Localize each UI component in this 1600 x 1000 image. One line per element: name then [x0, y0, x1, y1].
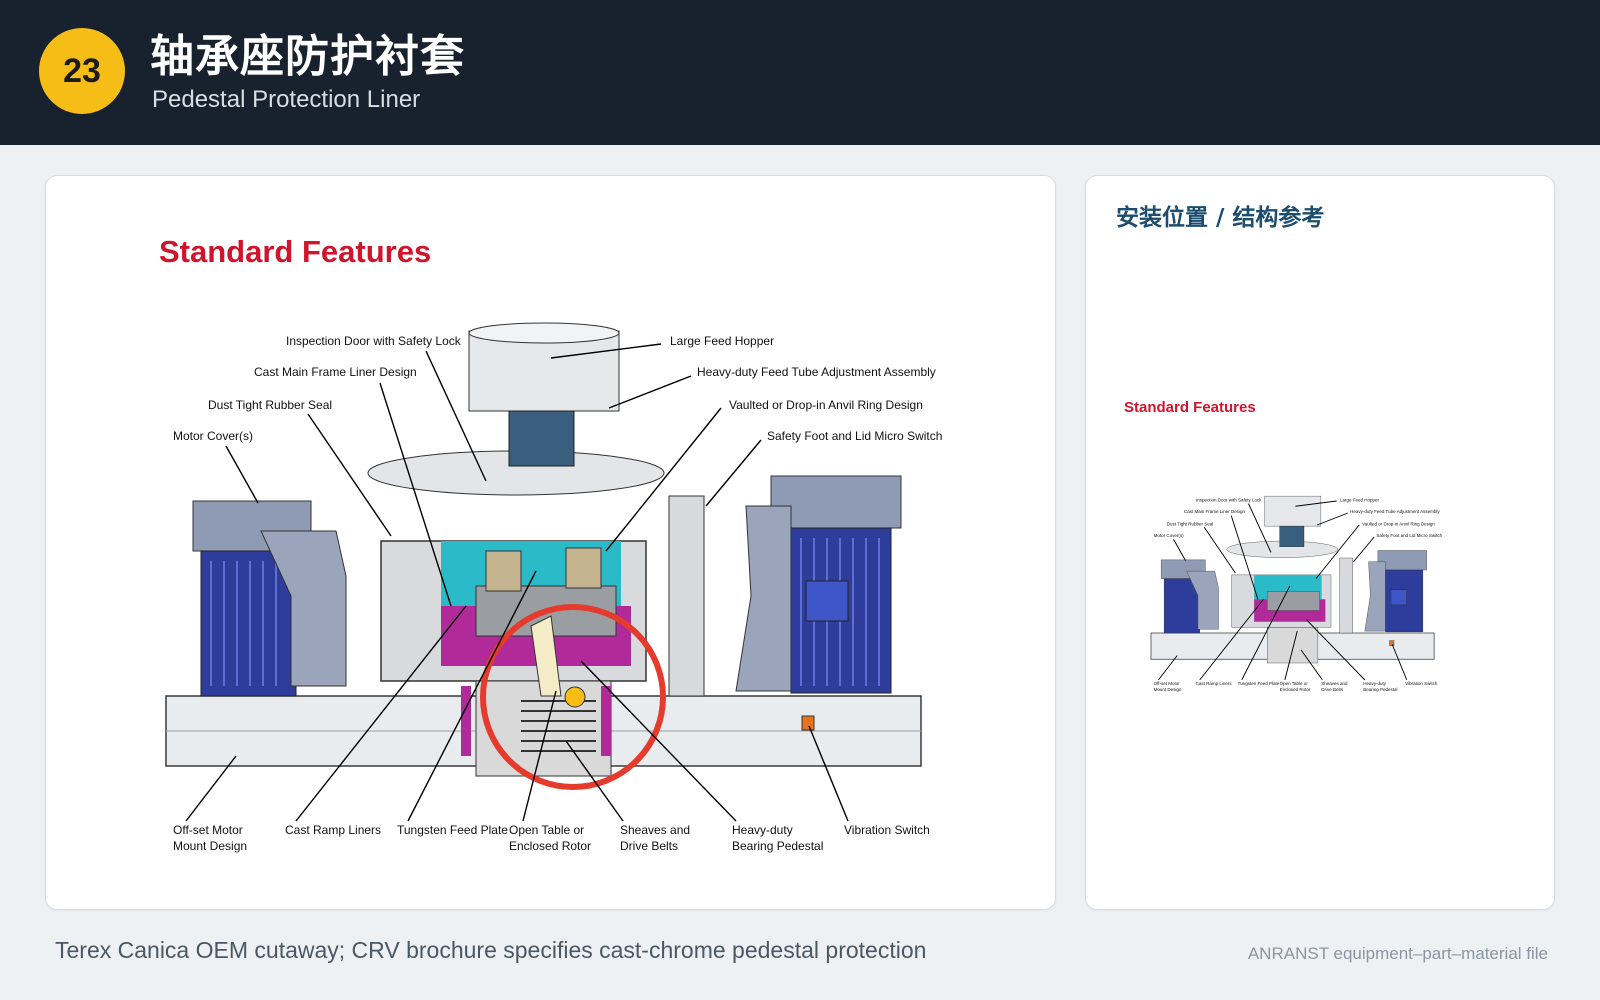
- thumb-callout-micro-switch: Safety Foot and Lid Micro Switch: [1376, 533, 1442, 538]
- thumb-callout-offset-motor-1: Off-set Motor: [1154, 681, 1181, 686]
- figure-heading: Standard Features: [159, 234, 431, 269]
- callout-feed-tube: Heavy-duty Feed Tube Adjustment Assembly: [697, 365, 936, 379]
- thumb-callout-feed-tube: Heavy-duty Feed Tube Adjustment Assembly: [1350, 509, 1440, 514]
- callout-feed-hopper: Large Feed Hopper: [670, 334, 774, 348]
- thumb-callout-offset-motor-2: Mount Design: [1154, 687, 1182, 692]
- callout-sheaves-1: Sheaves and: [620, 823, 690, 837]
- thumb-callout-bearing-pedestal-2: Bearing Pedestal: [1363, 687, 1397, 692]
- callout-inspection-door: Inspection Door with Safety Lock: [286, 334, 462, 348]
- thumb-callout-feed-plate: Tungsten Feed Plate: [1238, 681, 1280, 686]
- thumb-callout-main-frame-liner: Cast Main Frame Liner Design: [1184, 509, 1246, 514]
- header-bar: 23 轴承座防护衬套 Pedestal Protection Liner: [0, 0, 1600, 145]
- file-label: ANRANST equipment–part–material file: [1247, 944, 1548, 963]
- main-figure-card: Standard Features: [45, 175, 1056, 910]
- callout-leaders: [185, 343, 849, 822]
- pedestal-highlight-circle: [480, 604, 666, 790]
- callout-vibration-switch: Vibration Switch: [844, 823, 930, 837]
- thumb-callout-vibration-switch: Vibration Switch: [1405, 681, 1438, 686]
- thumb-callout-motor-cover: Motor Cover(s): [1154, 533, 1185, 538]
- crusher-cutaway-diagram: Standard Features: [159, 234, 942, 853]
- reference-card: 安装位置 / 结构参考 Standard Features: [1085, 175, 1555, 910]
- thumbnail-heading: Standard Features: [1124, 399, 1256, 416]
- thumb-callout-dust-seal: Dust Tight Rubber Seal: [1167, 521, 1214, 526]
- callout-offset-motor-2: Mount Design: [173, 839, 247, 853]
- thumb-callout-sheaves-1: Sheaves and: [1321, 681, 1348, 686]
- thumb-callout-anvil-ring: Vaulted or Drop-in Anvil Ring Design: [1362, 521, 1435, 526]
- callout-main-frame-liner: Cast Main Frame Liner Design: [254, 365, 417, 379]
- callout-ramp-liners: Cast Ramp Liners: [285, 823, 381, 837]
- thumb-callout-feed-hopper: Large Feed Hopper: [1340, 497, 1380, 502]
- reference-thumbnail: Standard Features: [1124, 399, 1443, 692]
- callout-motor-cover: Motor Cover(s): [173, 429, 253, 443]
- crusher-illustration: [165, 322, 922, 790]
- callout-sheaves-2: Drive Belts: [620, 839, 678, 853]
- thumb-callout-rotor-1: Open Table or: [1280, 681, 1309, 686]
- callout-micro-switch: Safety Foot and Lid Micro Switch: [767, 429, 942, 443]
- page-title: 轴承座防护衬套: [150, 31, 465, 82]
- thumb-callout-bearing-pedestal-1: Heavy-duty: [1363, 681, 1387, 686]
- pedestal-marker: [564, 686, 586, 708]
- thumb-callout-inspection-door: Inspection Door with Safety Lock: [1196, 497, 1262, 502]
- thumb-callout-rotor-2: Enclosed Rotor: [1280, 687, 1311, 692]
- thumb-callout-sheaves-2: Drive Belts: [1321, 687, 1344, 692]
- callout-bearing-pedestal-2: Bearing Pedestal: [732, 839, 823, 853]
- reference-card-title: 安装位置 / 结构参考: [1116, 205, 1325, 231]
- callout-anvil-ring: Vaulted or Drop-in Anvil Ring Design: [729, 398, 923, 412]
- callout-bearing-pedestal-1: Heavy-duty: [732, 823, 793, 837]
- callout-rotor-2: Enclosed Rotor: [509, 839, 591, 853]
- thumb-callout-ramp-liners: Cast Ramp Liners: [1196, 681, 1233, 686]
- page-subtitle: Pedestal Protection Liner: [152, 86, 421, 113]
- part-number-badge: 23: [39, 28, 125, 114]
- callout-rotor-1: Open Table or: [509, 823, 584, 837]
- source-note: Terex Canica OEM cutaway; CRV brochure s…: [55, 937, 927, 963]
- callout-offset-motor-1: Off-set Motor: [173, 823, 243, 837]
- callout-feed-plate: Tungsten Feed Plate: [397, 823, 508, 837]
- callout-dust-seal: Dust Tight Rubber Seal: [208, 398, 332, 412]
